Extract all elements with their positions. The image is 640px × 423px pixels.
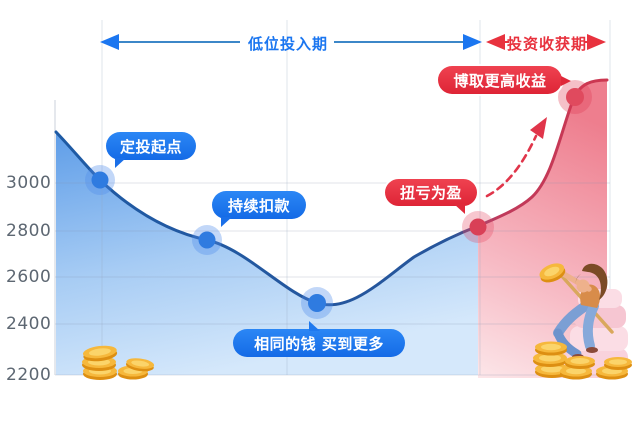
y-tick-2200: 2200 xyxy=(6,365,52,385)
investor-illustration xyxy=(533,263,632,380)
rising-trend-arrow xyxy=(485,117,547,198)
badge-tail xyxy=(115,158,126,168)
badge-sip-start-label: 定投起点 xyxy=(119,137,182,156)
smile-curve xyxy=(54,78,609,307)
coin-stack-left xyxy=(82,345,155,380)
badge-tail xyxy=(221,217,232,227)
blue-dot-start xyxy=(85,165,115,195)
y-tick-2600: 2600 xyxy=(6,267,52,287)
badge-buy-more: 相同的钱 买到更多 xyxy=(233,321,405,357)
badge-tail xyxy=(309,321,320,331)
phase-label-low-investment: 低位投入期 xyxy=(247,35,328,53)
badge-buy-more-label: 相同的钱 买到更多 xyxy=(254,334,384,353)
badge-sip-start: 定投起点 xyxy=(106,132,196,168)
red-dot-turnaround xyxy=(462,211,494,243)
badge-continuous-deduction: 持续扣款 xyxy=(212,191,306,227)
low-phase-arrow xyxy=(100,34,482,50)
blue-dot-bottom xyxy=(301,287,333,319)
y-tick-3000: 3000 xyxy=(6,173,52,193)
badge-tail xyxy=(561,76,571,86)
y-tick-2800: 2800 xyxy=(6,221,52,241)
badge-continuous-deduction-label: 持续扣款 xyxy=(227,196,290,215)
red-dot-top xyxy=(558,80,592,114)
y-tick-2400: 2400 xyxy=(6,314,52,334)
blue-dot-deduct xyxy=(192,225,222,255)
badge-turn-loss-to-profit: 扭亏为盈 xyxy=(385,179,477,214)
harvest-phase-arrow xyxy=(486,34,606,50)
badge-higher-return-label: 博取更高收益 xyxy=(453,71,547,90)
badge-turn-loss-to-profit-label: 扭亏为盈 xyxy=(399,184,462,202)
harvest-area-fill xyxy=(478,80,607,378)
badge-higher-return: 博取更高收益 xyxy=(438,66,571,94)
badge-tail xyxy=(454,204,465,214)
accumulation-area-fill xyxy=(56,132,478,375)
phase-label-harvest: 投资收获期 xyxy=(506,35,587,53)
